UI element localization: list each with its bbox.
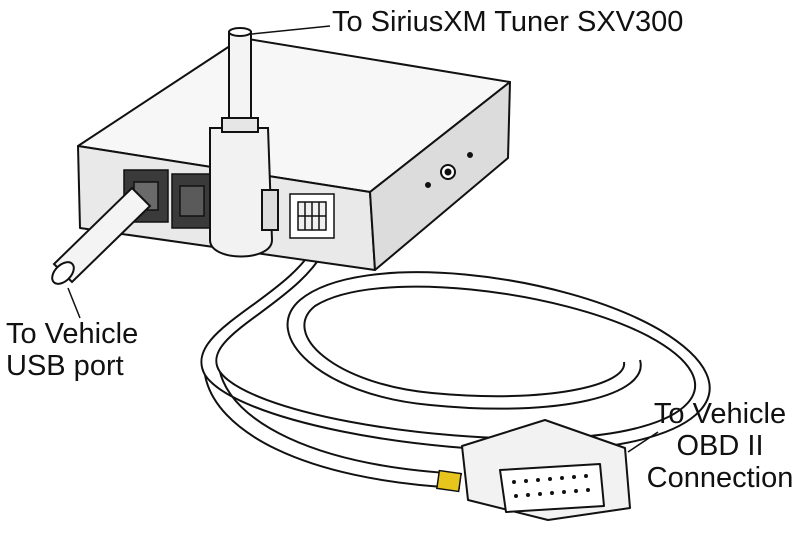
cable-lead-to-obd-2: [219, 371, 463, 475]
leader-usb: [67, 287, 81, 319]
tuner-cable-end: [228, 27, 252, 37]
mid-port-slot: [179, 185, 205, 217]
label-usb-port: To Vehicle USB port: [6, 318, 138, 382]
side-mount-hole-center: [444, 168, 452, 176]
label-obd-line2: OBD II: [676, 430, 764, 462]
label-obd-line1: To Vehicle: [653, 398, 787, 430]
usb-cable: [51, 186, 152, 285]
leader-lines: [67, 25, 659, 453]
cable-inner-loop: [215, 242, 696, 440]
label-obd-line3: Connection: [646, 462, 794, 494]
leader-tuner: [251, 25, 331, 35]
label-tuner: To SiriusXM Tuner SXV300: [332, 6, 683, 38]
tuner-cable: [209, 27, 279, 258]
label-usb-line2: USB port: [6, 350, 124, 382]
obd-connector-face: [499, 463, 605, 513]
label-usb-line1: To Vehicle: [6, 318, 139, 350]
side-screw-1: [425, 182, 431, 188]
obd-connector: [461, 419, 631, 521]
side-screw-2: [467, 152, 473, 158]
usb-cable-end: [51, 261, 75, 285]
label-obd-connection: To Vehicle OBD II Connection: [634, 398, 806, 494]
tuner-plug-collar: [221, 117, 259, 133]
leader-obd: [627, 431, 659, 453]
obd-cable: [200, 239, 711, 489]
ferrule-near-obd: [436, 469, 462, 493]
cable-lead-to-obd: [204, 374, 461, 489]
tuner-plug: [209, 127, 274, 258]
label-tuner-text: To SiriusXM Tuner SXV300: [332, 6, 684, 38]
tuner-plug-clip: [261, 189, 279, 231]
cable-outer-loop: [200, 239, 711, 452]
obd-pin-row: [512, 474, 590, 498]
box-side-face: [369, 81, 511, 271]
